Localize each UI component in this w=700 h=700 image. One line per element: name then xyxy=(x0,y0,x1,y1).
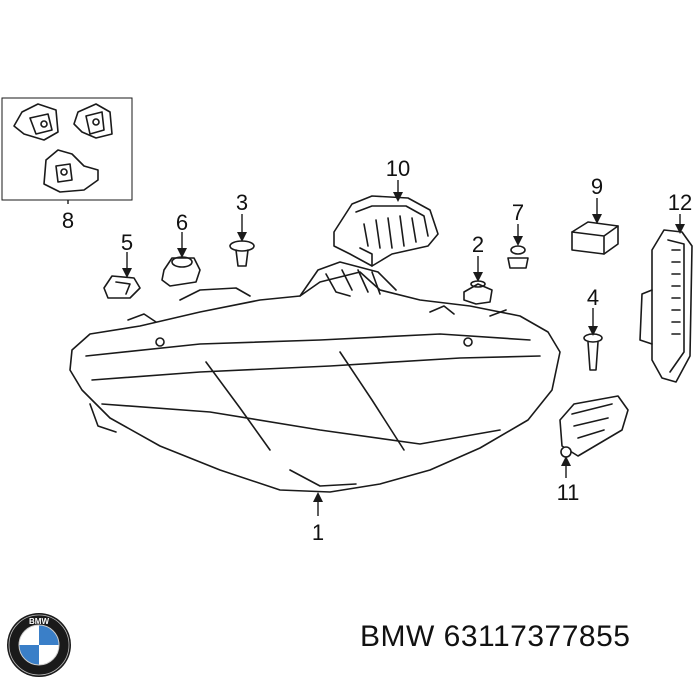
part-1-headlight xyxy=(69,261,561,493)
part-7-grommet xyxy=(507,245,529,269)
part-4-screw xyxy=(583,333,603,371)
svg-text:BMW: BMW xyxy=(29,617,49,626)
callout-12: 12 xyxy=(668,190,692,215)
part-5-clip xyxy=(103,275,141,299)
callout-8: 8 xyxy=(62,208,74,233)
part-2-bolt xyxy=(463,280,493,305)
callout-10: 10 xyxy=(386,156,410,181)
leader-lines xyxy=(122,180,685,516)
part-12-module xyxy=(639,229,693,383)
callout-11: 11 xyxy=(557,480,580,505)
callout-labels: 1 2 3 4 5 6 7 8 9 10 11 12 xyxy=(62,156,692,545)
callout-6: 6 xyxy=(176,210,188,235)
callout-5: 5 xyxy=(121,230,133,255)
part-10-module xyxy=(333,195,439,267)
part-11-bracket xyxy=(559,395,629,458)
callout-1: 1 xyxy=(312,520,324,545)
callout-3: 3 xyxy=(236,190,248,215)
part-3-screw xyxy=(229,240,255,267)
part-6-mount xyxy=(161,256,201,287)
bmw-logo: BMW xyxy=(7,613,71,677)
callout-9: 9 xyxy=(591,174,603,199)
part-number-caption: BMW 63117377855 xyxy=(360,620,631,653)
part-9-block xyxy=(571,221,619,255)
callout-4: 4 xyxy=(587,285,599,310)
part-8-inset xyxy=(1,97,133,201)
callout-2: 2 xyxy=(472,232,484,257)
callout-7: 7 xyxy=(512,200,524,225)
